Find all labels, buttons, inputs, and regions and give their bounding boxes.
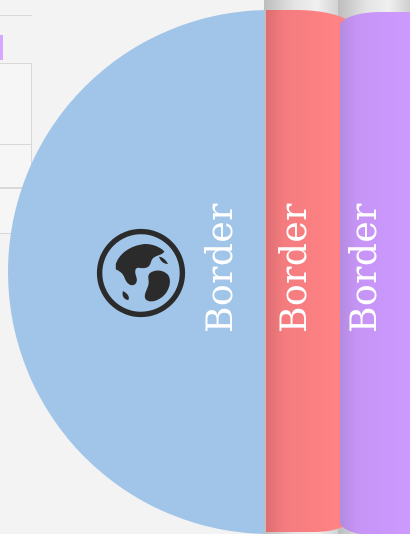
border-label: Border [344, 203, 385, 333]
background-field [0, 63, 32, 145]
border-label: Border [200, 203, 241, 333]
border-panel-purple[interactable] [340, 12, 410, 534]
background-accent-bar [0, 35, 3, 60]
background-field [0, 144, 32, 188]
border-label: Border [274, 203, 315, 333]
background-divider [0, 15, 32, 16]
globe-icon[interactable] [96, 228, 186, 318]
